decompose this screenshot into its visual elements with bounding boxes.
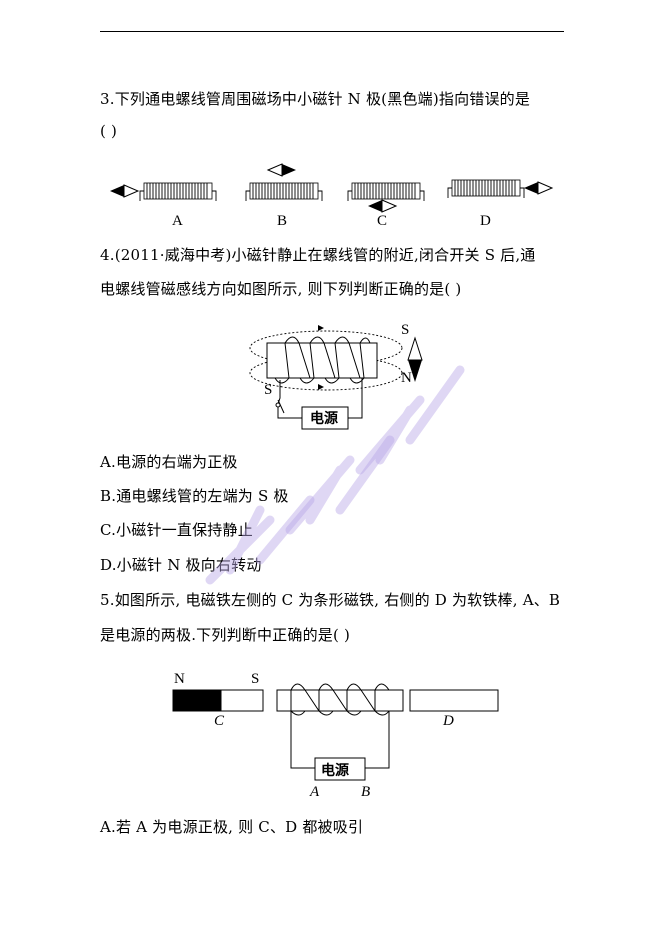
q5-rod-d-label: D — [443, 713, 454, 729]
q4-option-a: A.电源的右端为正极 — [100, 453, 238, 471]
q3-option-c-diagram — [347, 182, 425, 213]
q3-label-c: C — [377, 213, 388, 229]
q5-pole-a-label: A — [310, 784, 320, 800]
q4-figure — [249, 325, 423, 430]
q5-magnet-n-label: N — [174, 671, 185, 687]
q5-figure — [172, 683, 499, 781]
q4-option-d: D.小磁针 N 极向右转动 — [100, 556, 262, 574]
q4-stem-line1: 4.(2011·威海中考)小磁针静止在螺线管的附近,闭合开关 S 后,通 — [100, 246, 536, 264]
q3-label-d: D — [480, 213, 491, 229]
q3-label-b: B — [277, 213, 288, 229]
q3-label-a: A — [172, 213, 183, 229]
q4-switch-label: S — [264, 382, 273, 398]
q3-stem: 3.下列通电螺线管周围磁场中小磁针 N 极(黑色端)指向错误的是 — [100, 90, 531, 108]
q3-option-a-diagram — [110, 182, 217, 201]
q3-option-b-diagram — [245, 163, 323, 201]
q3-figure — [110, 163, 554, 213]
q3-option-d-diagram — [447, 179, 554, 198]
q4-stem-line2: 电螺线管磁感线方向如图所示, 则下列判断正确的是( ) — [100, 280, 462, 298]
q3-answer-blank: ( ) — [100, 122, 118, 140]
q4-option-b: B.通电螺线管的左端为 S 极 — [100, 487, 289, 505]
header-rule — [100, 31, 564, 32]
q5-stem-line2: 是电源的两极.下列判断中正确的是( ) — [100, 626, 351, 644]
q4-needle-s-label: S — [401, 322, 410, 338]
q5-magnet-c-label: C — [214, 713, 225, 729]
q5-stem-line1: 5.如图所示, 电磁铁左侧的 C 为条形磁铁, 右侧的 D 为软铁棒, A、B — [100, 591, 561, 609]
q4-option-c: C.小磁针一直保持静止 — [100, 521, 253, 539]
q5-option-a: A.若 A 为电源正极, 则 C、D 都被吸引 — [100, 818, 364, 836]
q4-power-label: 电源 — [310, 411, 338, 427]
q4-needle-n-label: N — [401, 370, 412, 386]
q5-power-label: 电源 — [321, 763, 349, 779]
q5-magnet-s-label: S — [251, 671, 260, 687]
q5-pole-b-label: B — [361, 784, 371, 800]
